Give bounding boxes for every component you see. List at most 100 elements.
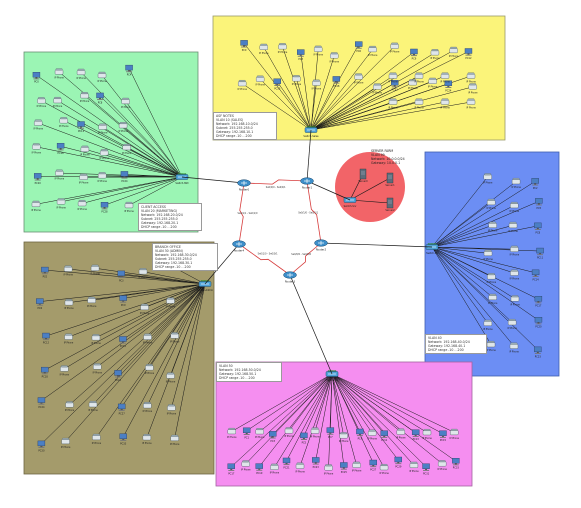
pc-icon[interactable]: PC21 [282,457,291,470]
ip-phone-icon[interactable]: IP Phone [63,265,74,277]
pc-icon[interactable]: PC20 [534,317,543,329]
pc-icon[interactable]: PC21 [114,370,122,382]
switch-servers[interactable]: Switch-Srv [344,197,357,209]
ip-phone-icon[interactable]: IP Phone [278,43,288,54]
pc-icon[interactable]: PC18 [332,76,341,88]
ip-phone-icon[interactable]: IP Phone [449,46,459,58]
ip-phone-icon[interactable]: IP Phone [408,79,418,90]
ip-phone-icon[interactable]: IP Phone [368,45,378,57]
ip-phone-icon[interactable]: IP Phone [430,49,440,60]
pc-icon[interactable]: PC13 [411,429,420,442]
switch-magenta[interactable]: Switch-50 [325,371,338,383]
pc-icon[interactable]: PC6 [36,298,44,311]
ip-phone-icon[interactable]: IP Phone [324,464,334,476]
ip-phone-icon[interactable]: IP Phone [292,75,302,86]
pc-icon[interactable]: PC33 [119,433,127,446]
ip-phone-icon[interactable]: IP Phone [55,169,65,181]
ip-phone-icon[interactable]: IP Phone [140,303,150,315]
ip-phone-icon[interactable]: IP Phone [313,45,324,57]
ip-phone-icon[interactable]: IP Phone [390,42,400,54]
router-r5[interactable]: Router4 [232,240,246,253]
ip-phone-icon[interactable]: IP Phone [354,73,364,85]
ip-phone-icon[interactable]: IP Phone [87,296,97,308]
pc-icon[interactable]: PC1 [242,427,251,440]
pc-icon[interactable]: PC16 [56,143,65,155]
ip-phone-icon[interactable]: IP Phone [422,429,432,440]
pc-icon[interactable]: PC0 [240,40,248,52]
ip-phone-icon[interactable]: IP Phone [241,460,251,472]
ip-phone-icon[interactable]: IP Phone [60,365,70,377]
ip-phone-icon[interactable]: IP Phone [237,80,248,91]
ip-phone-icon[interactable]: IP Phone [31,200,41,212]
pc-icon[interactable]: PC5 [300,432,308,445]
ip-phone-icon[interactable]: IP Phone [97,172,108,183]
pc-icon[interactable]: PC4 [125,64,133,77]
ip-phone-icon[interactable]: IP Phone [56,198,66,210]
ip-phone-icon[interactable]: IP Phone [97,71,107,83]
pc-icon[interactable]: PC12 [42,332,50,345]
pc-icon[interactable]: PC28 [100,202,109,214]
ip-phone-icon[interactable]: IP Phone [145,364,155,375]
ip-phone-icon[interactable]: IP Phone [330,52,340,63]
ip-phone-icon[interactable]: IP Phone [59,117,69,128]
ip-phone-icon[interactable]: IP Phone [53,97,63,108]
ip-phone-icon[interactable]: IP Phone [124,201,134,213]
ip-phone-icon[interactable]: IP Phone [227,427,237,439]
pc-icon[interactable]: PC24 [444,80,453,93]
ip-phone-icon[interactable]: IP Phone [92,433,102,445]
ip-phone-icon[interactable]: IP Phone [284,427,294,438]
ip-phone-icon[interactable]: IP Phone [142,434,152,445]
ip-phone-icon[interactable]: IP Phone [510,245,520,257]
pc-icon[interactable]: PC33 [452,458,460,470]
pc-icon[interactable]: PC7 [326,427,335,440]
pc-icon[interactable]: PC0 [41,266,49,279]
pc-icon[interactable]: PC6 [355,41,363,54]
ip-phone-icon[interactable]: IP Phone [367,429,378,441]
server-icon[interactable]: Server0 [358,168,368,183]
ip-phone-icon[interactable]: IP Phone [352,461,362,473]
ip-phone-icon[interactable]: IP Phone [98,123,108,135]
pc-icon[interactable]: PC21 [391,80,399,92]
router-r2[interactable]: Router1 [300,177,314,190]
ip-phone-icon[interactable]: IP Phone [440,98,450,110]
ip-phone-icon[interactable]: IP Phone [77,200,87,211]
ip-phone-icon[interactable]: IP Phone [91,334,101,345]
ip-phone-icon[interactable]: IP Phone [64,333,74,345]
pc-icon[interactable]: PC24 [37,397,46,410]
ip-phone-icon[interactable]: IP Phone [488,221,498,233]
ip-phone-icon[interactable]: IP Phone [510,295,520,306]
pc-icon[interactable]: PC12 [464,48,473,60]
pc-icon[interactable]: PC11 [536,247,544,260]
ip-phone-icon[interactable]: IP Phone [486,341,496,352]
ip-phone-icon[interactable]: IP Phone [372,83,383,95]
ip-phone-icon[interactable]: IP Phone [37,97,47,108]
pc-icon[interactable]: PC20 [33,173,42,185]
pc-icon[interactable]: PC29 [394,456,402,469]
ip-phone-icon[interactable]: IP Phone [143,333,153,345]
ip-phone-icon[interactable]: IP Phone [487,273,497,284]
ip-phone-icon[interactable]: IP Phone [437,460,448,471]
pc-icon[interactable]: PC15 [273,78,281,91]
pc-icon[interactable]: PC24 [120,171,129,183]
ip-phone-icon[interactable]: IP Phone [65,401,75,412]
ip-phone-icon[interactable]: IP Phone [255,428,265,439]
ip-phone-icon[interactable]: IP Phone [510,201,520,213]
ip-phone-icon[interactable]: IP Phone [450,428,460,440]
pc-icon[interactable]: PC19 [255,463,263,476]
ip-phone-icon[interactable]: IP Phone [259,43,269,55]
ip-phone-icon[interactable]: IP Phone [388,98,398,110]
ip-phone-icon[interactable]: IP Phone [79,173,89,185]
ip-phone-icon[interactable]: IP Phone [166,297,176,309]
pc-icon[interactable]: PC9 [119,295,127,308]
ip-phone-icon[interactable]: IP Phone [466,98,476,110]
router-r1[interactable]: Router0 [237,179,251,192]
pc-icon[interactable]: PC30 [37,440,46,453]
ip-phone-icon[interactable]: IP Phone [466,72,476,84]
ip-phone-icon[interactable]: IP Phone [61,437,71,449]
ip-phone-icon[interactable]: IP Phone [339,432,349,443]
ip-phone-icon[interactable]: IP Phone [510,269,520,281]
ip-phone-icon[interactable]: IP Phone [396,428,406,440]
server-icon[interactable]: Server1 [385,172,395,187]
pc-icon[interactable]: PC17 [534,296,543,308]
ip-phone-icon[interactable]: IP Phone [255,75,266,87]
